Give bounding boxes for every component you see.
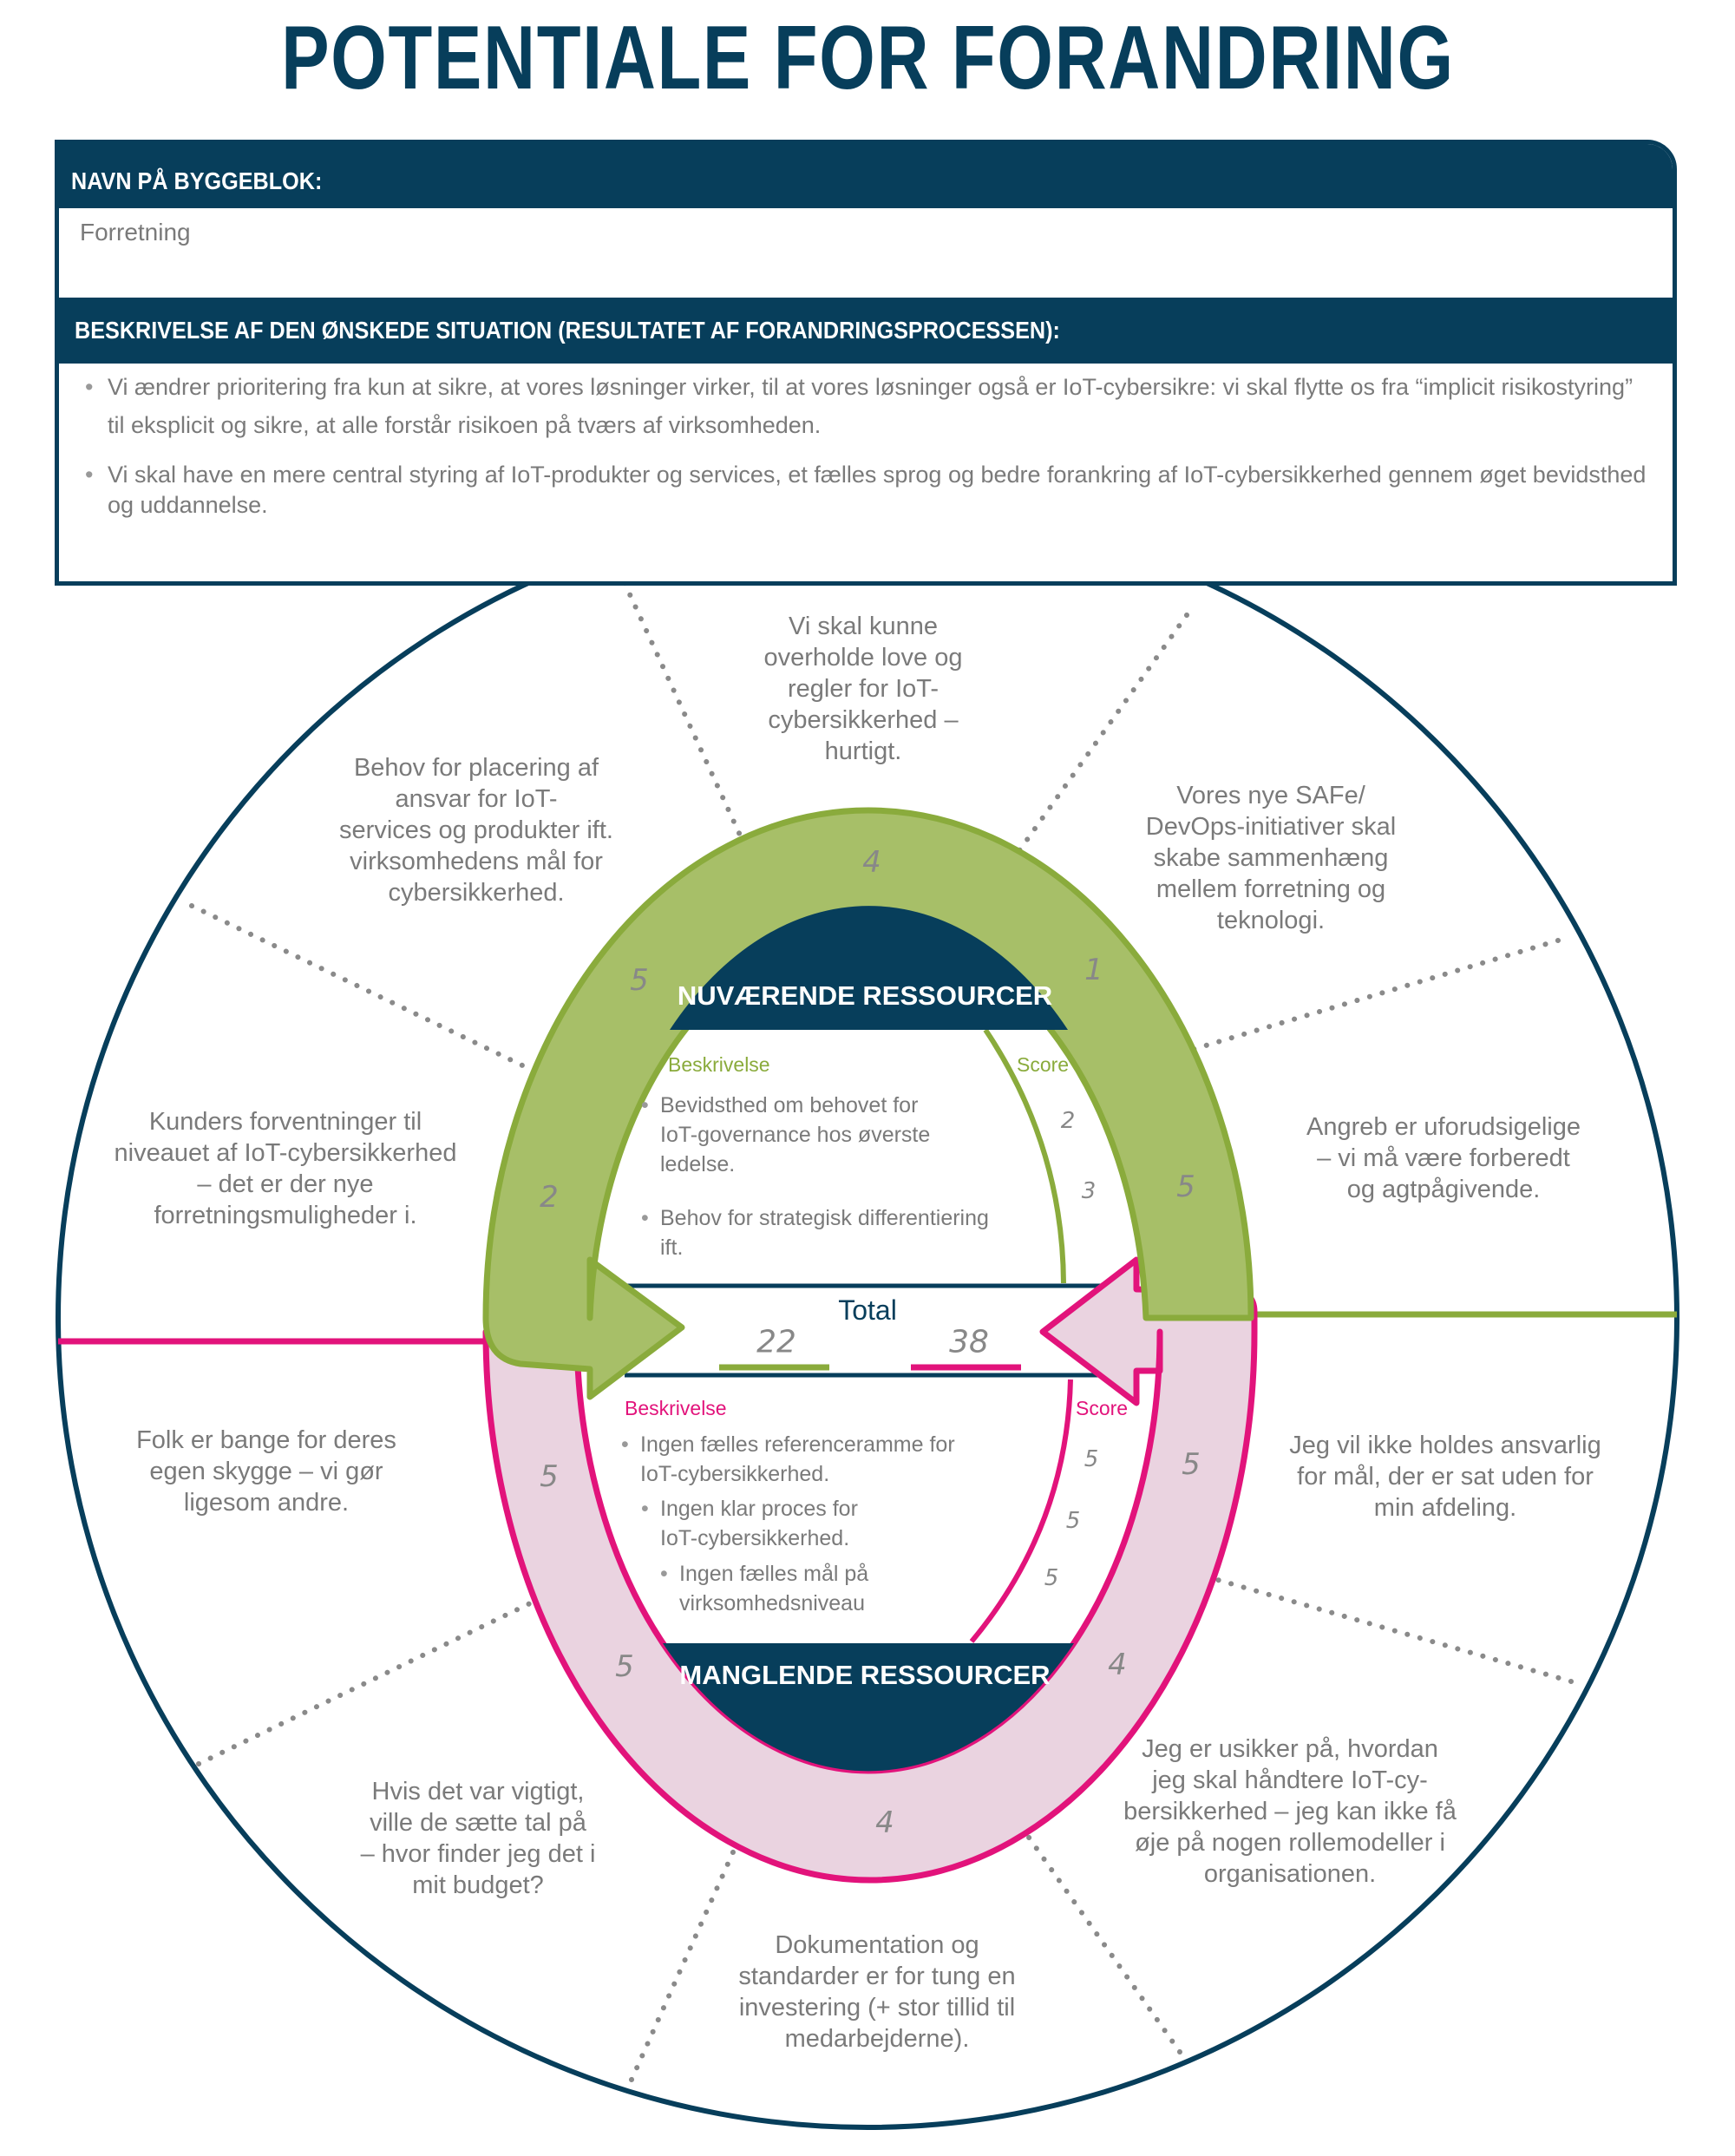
statement-lower-right: Jeg vil ikke holdes ansvarlig for mål, d… — [1289, 1432, 1601, 1522]
description-header: BESKRIVELSE AF DEN ØNSKEDE SITUATION (RE… — [59, 298, 1673, 364]
description-item: Vi ændrer prioritering fra kun at sikre,… — [85, 368, 1647, 444]
current-arc-score: 4 — [862, 845, 881, 880]
missing-arc-score: 5 — [540, 1459, 559, 1494]
total-band — [625, 1286, 1112, 1375]
statement-bottom: Dokumentation og standarder er for tung … — [738, 1931, 1016, 2053]
current-item: Bevidsthed om behovet for IoT-governance… — [641, 1091, 930, 1179]
missing-item: Ingen fælles mål på virksomhedsniveau — [660, 1559, 868, 1618]
current-score-divider — [983, 1028, 1066, 1284]
description-list: Vi ændrer prioritering fra kun at sikre,… — [85, 368, 1647, 521]
missing-item: Ingen klar proces for IoT-cybersikkerhed… — [641, 1494, 858, 1553]
missing-resources-title: MANGLENDE RESSOURCER — [679, 1660, 1051, 1690]
current-description-label: Beskrivelse — [668, 1053, 770, 1076]
missing-arc-score: 5 — [1182, 1447, 1201, 1482]
missing-score-divider — [969, 1379, 1073, 1643]
name-field[interactable]: Forretning — [80, 219, 191, 246]
current-arc-score: 2 — [540, 1180, 559, 1215]
statement-bottom-right: Jeg er usikker på, hvordan jeg skal hånd… — [1123, 1735, 1457, 1888]
missing-item-score: 5 — [1084, 1446, 1099, 1472]
current-item: Behov for strategisk differentiering ift… — [641, 1203, 989, 1262]
total-label: Total — [838, 1294, 897, 1326]
current-resources-cap — [670, 906, 1068, 1030]
page-title-text: POTENTIALE FOR FORANDRING — [280, 8, 1455, 108]
dotted-separator — [965, 1747, 1182, 2054]
current-arc-score: 5 — [630, 963, 649, 998]
current-arc-score: 5 — [1176, 1170, 1195, 1204]
description-label: BESKRIVELSE AF DEN ØNSKEDE SITUATION (RE… — [75, 317, 1060, 344]
statement-top-right: Vores nye SAFe/ DevOps-initiativer skal … — [1145, 782, 1397, 934]
missing-arc-score: 4 — [875, 1805, 894, 1840]
current-resources-title: NUVÆRENDE RESSOURCER — [677, 980, 1053, 1011]
statement-bottom-left: Hvis det var vigtigt, ville de sætte tal… — [360, 1778, 596, 1899]
missing-item-score: 5 — [1044, 1565, 1059, 1591]
statement-top: Vi skal kunne overholde love og regler f… — [763, 613, 963, 765]
current-score-label: Score — [1017, 1053, 1070, 1076]
missing-resources-cap — [663, 1643, 1074, 1772]
statement-lower-left: Folk er bange for deres egen skygge – vi… — [136, 1426, 396, 1517]
missing-item-score: 5 — [1065, 1508, 1081, 1534]
current-item-score: 2 — [1060, 1108, 1076, 1134]
missing-description-label: Beskrivelse — [625, 1397, 727, 1419]
dotted-separator — [1096, 938, 1561, 1080]
current-total: 22 — [756, 1324, 796, 1360]
missing-score-label: Score — [1076, 1397, 1129, 1419]
missing-arc-score: 5 — [615, 1649, 634, 1684]
name-label: NAVN PÅ BYGGEBLOK: — [71, 167, 323, 194]
statement-left: Kunders forventninger til niveauet af Io… — [114, 1108, 457, 1229]
building-block-form: NAVN PÅ BYGGEBLOK: Forretning BESKRIVELS… — [55, 140, 1677, 586]
missing-item: Ingen fælles referenceramme for IoT-cybe… — [621, 1430, 955, 1489]
current-arc-score: 1 — [1084, 953, 1103, 987]
page-title: POTENTIALE FOR FORANDRING — [0, 7, 1735, 110]
missing-arc-score: 4 — [1108, 1648, 1127, 1682]
statement-top-left: Behov for placering af ansvar for IoT- s… — [339, 754, 613, 907]
current-item-score: 3 — [1081, 1178, 1097, 1204]
statement-right: Angreb er uforudsigelige – vi må være fo… — [1306, 1113, 1581, 1203]
name-header: NAVN PÅ BYGGEBLOK: — [59, 144, 1673, 208]
missing-total: 38 — [949, 1324, 989, 1360]
description-item: Vi skal have en mere central styring af … — [85, 460, 1647, 521]
